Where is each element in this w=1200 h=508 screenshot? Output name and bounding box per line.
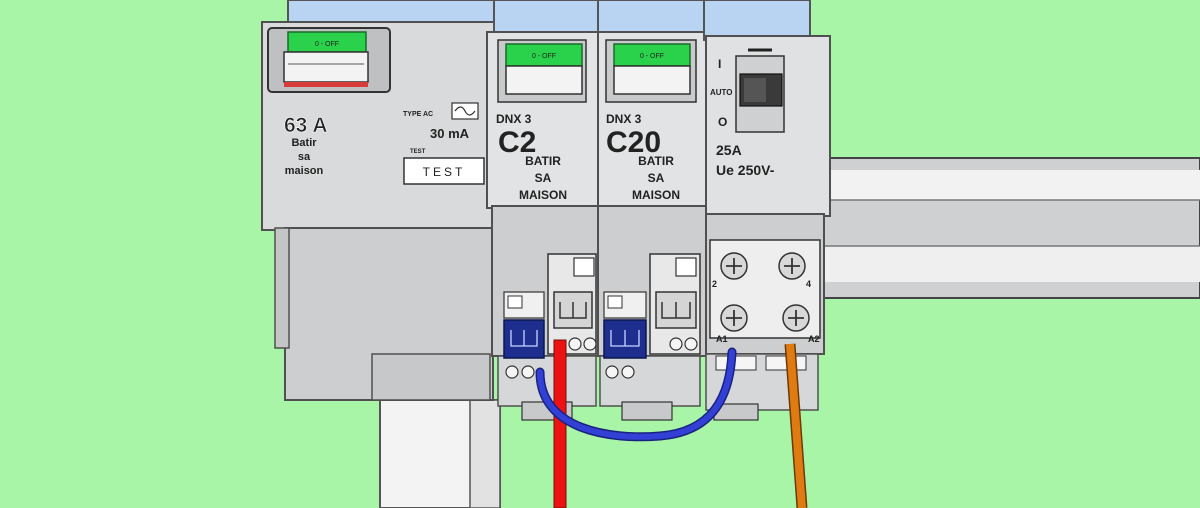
contactor-switch-auto-label: AUTO (710, 88, 733, 97)
wire-orange (784, 343, 808, 508)
breaker-c20-series: DNX 3 (606, 112, 642, 126)
breaker-c2-lever-label: 0 - OFF (532, 53, 556, 60)
breaker-c20: 0 - OFF DNX 3 C20 BATIR SA MAISON (597, 0, 711, 421)
test-button-label: TEST (423, 165, 466, 179)
breaker-c20-screw-top-left[interactable] (603, 319, 647, 359)
contactor-switch-bottom-label: O (718, 115, 727, 129)
contactor-terminal-label-4: 4 (806, 279, 811, 289)
breaker-c2-brand-line-2: SA (535, 171, 552, 185)
differential-lever-label: 0 - OFF (315, 41, 339, 48)
differential-switch: 0 - OFF 63 A Batir sa maison TYPE AC 30 … (261, 0, 499, 401)
breaker-c20-rating: C20 (606, 126, 661, 159)
breaker-c2-lever[interactable] (505, 43, 583, 95)
differential-brand-line-2: sa (298, 151, 311, 163)
breaker-c20-brand-line-3: MAISON (632, 188, 680, 202)
differential-sensitivity: 30 mA (430, 126, 470, 141)
breaker-c20-brand-line-2: SA (648, 171, 665, 185)
wire-blue (535, 347, 737, 442)
breaker-c2-screw-top-right[interactable] (553, 291, 593, 329)
contactor-terminal-2[interactable] (720, 252, 748, 280)
sine-wave-icon (451, 102, 479, 120)
contactor-switch-top-label: I (718, 57, 721, 71)
contactor: I AUTO O 25A Ue 250V- 2 4 A1 (703, 0, 831, 421)
breaker-c2-brand-line-3: MAISON (519, 188, 567, 202)
test-button[interactable]: TEST (403, 157, 485, 185)
breaker-c20-lever-label: 0 - OFF (640, 53, 664, 60)
breaker-c20-brand-line-1: BATIR (638, 154, 674, 168)
breaker-c2-brand-line-1: BATIR (525, 154, 561, 168)
contactor-terminal-label-a2: A2 (808, 334, 820, 344)
contactor-voltage: Ue 250V- (716, 162, 775, 178)
contactor-terminal-a2[interactable] (782, 304, 810, 332)
differential-brand-line-3: maison (285, 165, 324, 177)
differential-brand-line-1: Batir (291, 137, 317, 149)
differential-rating: 63 A (284, 114, 328, 137)
wire-red (553, 339, 567, 508)
din-rail (379, 157, 1200, 508)
contactor-mode-switch[interactable] (735, 55, 785, 133)
breaker-c2-rating: C2 (498, 126, 536, 159)
contactor-terminal-4[interactable] (778, 252, 806, 280)
contactor-current: 25A (716, 142, 742, 158)
contactor-terminal-label-2: 2 (712, 279, 717, 289)
differential-lever[interactable] (283, 31, 369, 87)
contactor-terminal-a1[interactable] (720, 304, 748, 332)
breaker-c2-series: DNX 3 (496, 112, 532, 126)
breaker-c20-lever[interactable] (613, 43, 691, 95)
contactor-terminal-label-a1: A1 (716, 334, 728, 344)
breaker-c20-screw-top-right[interactable] (655, 291, 697, 329)
breaker-c2: 0 - OFF DNX 3 C2 BATIR SA MAISON (486, 0, 600, 421)
breaker-c2-screw-top-left[interactable] (503, 319, 545, 359)
differential-test-small-label: TEST (410, 149, 426, 155)
differential-type-label: TYPE AC (403, 111, 433, 118)
